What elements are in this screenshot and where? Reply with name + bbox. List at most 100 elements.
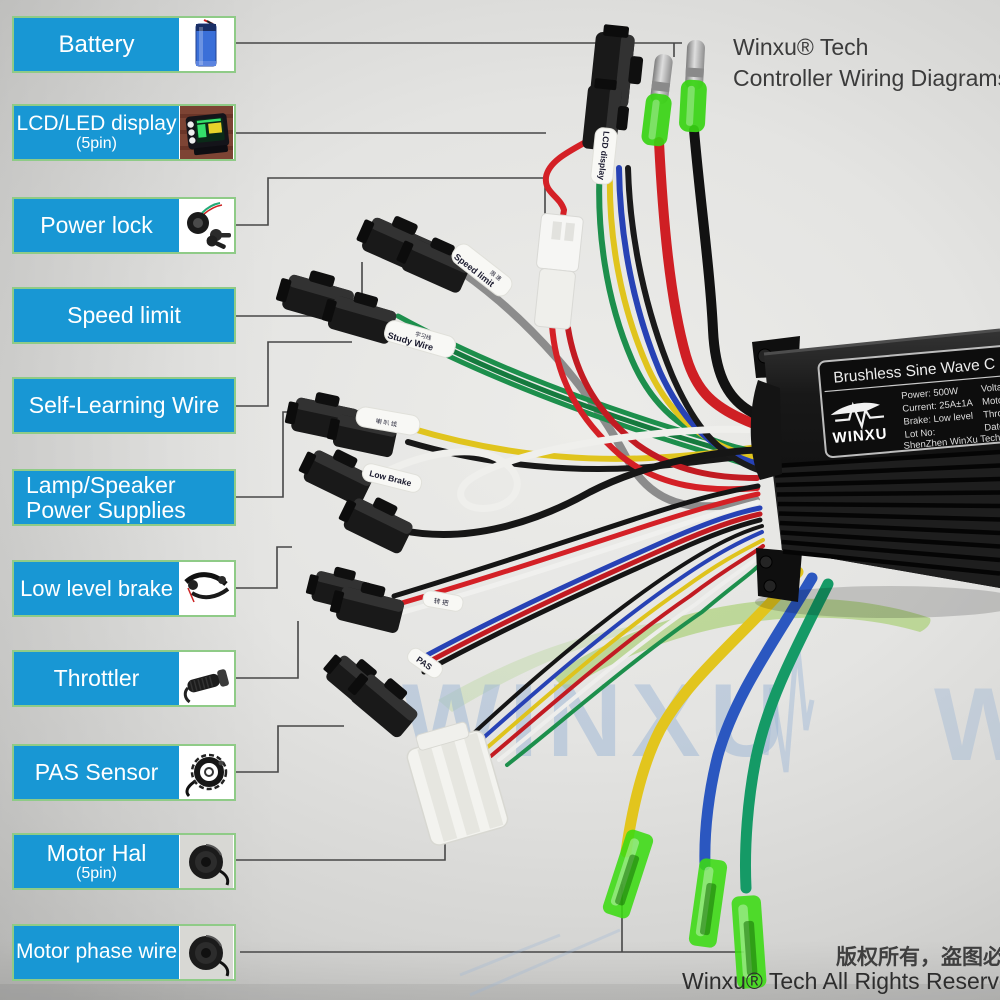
label-lamp-speaker-text2: Power Supplies [26,496,186,523]
label-lamp-speaker-text: Lamp/Speaker [26,472,176,499]
spec-power: Power: 500W [901,386,959,402]
phase-blue-wire [699,572,818,871]
pas-black-wire [421,517,763,675]
pas-photo-icon [179,746,234,799]
callout-pas [236,725,344,773]
lamp-wire-tag: 喇 叭 线 [355,406,421,436]
spec-throttle: Throttle [983,407,1000,421]
brand-header-line2: Controller Wiring Diagrams [733,65,1000,91]
lcd-display-photo-icon [179,106,234,159]
phase-yellow-terminal [601,827,655,921]
wires [366,125,834,894]
controller-label-plate: Brushless Sine Wave C WINXU Power: 500W … [817,343,1000,459]
label-low-brake-text: Low level brake [20,575,173,601]
power-lock-photo-icon [179,199,234,252]
speed-limit-gray-wire [458,268,760,511]
callout-self-learning [236,341,352,407]
controller-shadow [755,586,1000,618]
pas-blue-wire [415,505,763,663]
label-lcd-display: LCD/LED display (5pin) [12,104,236,161]
lcd-black-wire [625,165,761,473]
throttle-wire-tag: 转 把 [422,590,464,612]
label-battery: Battery [12,16,236,73]
callout-throttle [236,621,299,679]
label-speed-limit: Speed limit [12,287,236,344]
battery-red-terminal [640,52,678,148]
motor-phase-photo-icon [179,926,234,979]
phase-yellow-wire [620,566,804,858]
lcd-red-wire-loop [542,135,596,225]
label-self-learning: Self-Learning Wire [12,377,236,434]
battery-photo-icon [179,18,234,71]
lamp-black-wire [405,439,762,472]
spec-voltage: Voltage [981,381,1000,395]
copyright-chinese: 版权所有，盗图必究 [836,946,1000,969]
controller-top-edge [763,328,1000,356]
controller-mount-ear-bottom [756,548,802,602]
label-motor-hal-text: Motor Hal [46,839,147,866]
battery-black-terminal [678,39,710,133]
label-pas-sensor: PAS Sensor [12,744,236,801]
motor-hal-photo-icon [179,835,234,888]
label-throttler-text: Throttler [53,665,140,692]
label-motor-hal: Motor Hal (5pin) [12,833,236,890]
controller-fins [773,449,1000,576]
brake-white-wire [366,425,761,512]
copyright-english: Winxu® Tech All Rights Reserved [682,968,1000,994]
label-motor-hal-sub: (5pin) [76,864,117,882]
controller: Brushless Sine Wave C WINXU Power: 500W … [750,328,1000,602]
spec-motor: Motor p [982,394,1000,408]
callout-low-brake [236,546,292,589]
hal-green-wire [505,558,766,767]
pas-red-wire [418,511,763,669]
svg-text:转 把: 转 把 [433,596,450,608]
spec-date: Date:A [984,420,1000,434]
power-lock-red-wire-1 [549,322,760,493]
hal-white-wire [497,550,766,762]
brake-photo-icon [179,562,234,615]
hal-red-wire [489,544,765,758]
winxu-logo-wing [830,402,880,416]
label-motor-phase: Motor phase wire [12,924,236,981]
battery-red-wire [654,137,767,432]
brake-wire-tag: Low Brake [361,463,423,493]
watermark-streaks [459,928,621,997]
watermark-swoosh-small [438,622,668,712]
brand-header: Winxu® Tech Controller Wiring Diagrams [733,32,1000,94]
watermark-text-partial: W [934,667,1000,783]
label-self-learning-text: Self-Learning Wire [28,392,220,419]
throttle-black-wire [391,483,761,599]
winxu-logo-pulse [835,401,885,431]
svg-text:喇 叭 线: 喇 叭 线 [375,417,397,429]
connectors [273,23,767,990]
label-lamp-speaker: Lamp/Speaker Power Supplies [12,469,236,526]
brake-black-wire [396,446,761,538]
controller-screw-bottom-1 [759,555,773,569]
label-throttler: Throttler [12,650,236,707]
brand-header-line1: Winxu® Tech [733,34,869,60]
hal-blue-wire [470,530,764,750]
hal-black-wire [460,524,764,746]
power-lock-red-wire-2 [565,325,760,481]
throttle-photo-icon [179,652,234,705]
label-speed-limit-text: Speed limit [67,302,181,329]
label-low-brake: Low level brake [12,560,236,617]
callout-motor-phase [240,884,744,953]
label-pas-sensor-text: PAS Sensor [34,759,159,786]
controller-wire-gland [750,380,782,480]
label-lcd-display-sub: (5pin) [76,134,117,152]
label-lcd-display-text: LCD/LED display [16,111,177,135]
label-power-lock-text: Power lock [40,212,153,239]
label-motor-phase-text: Motor phase wire [15,940,178,964]
callout-motor-hal [236,824,446,861]
study-wire-tag: 学习线 Study Wire [383,320,457,358]
battery-black-wire [689,125,771,425]
controller-label-brand: WINXU [832,425,888,447]
spec-lotno: Lot No: [904,427,935,441]
hal-yellow-wire [480,538,765,754]
callout-power-lock [236,177,546,226]
label-battery-text: Battery [58,30,135,58]
lcd-wire-tag: LCD display [590,127,618,185]
